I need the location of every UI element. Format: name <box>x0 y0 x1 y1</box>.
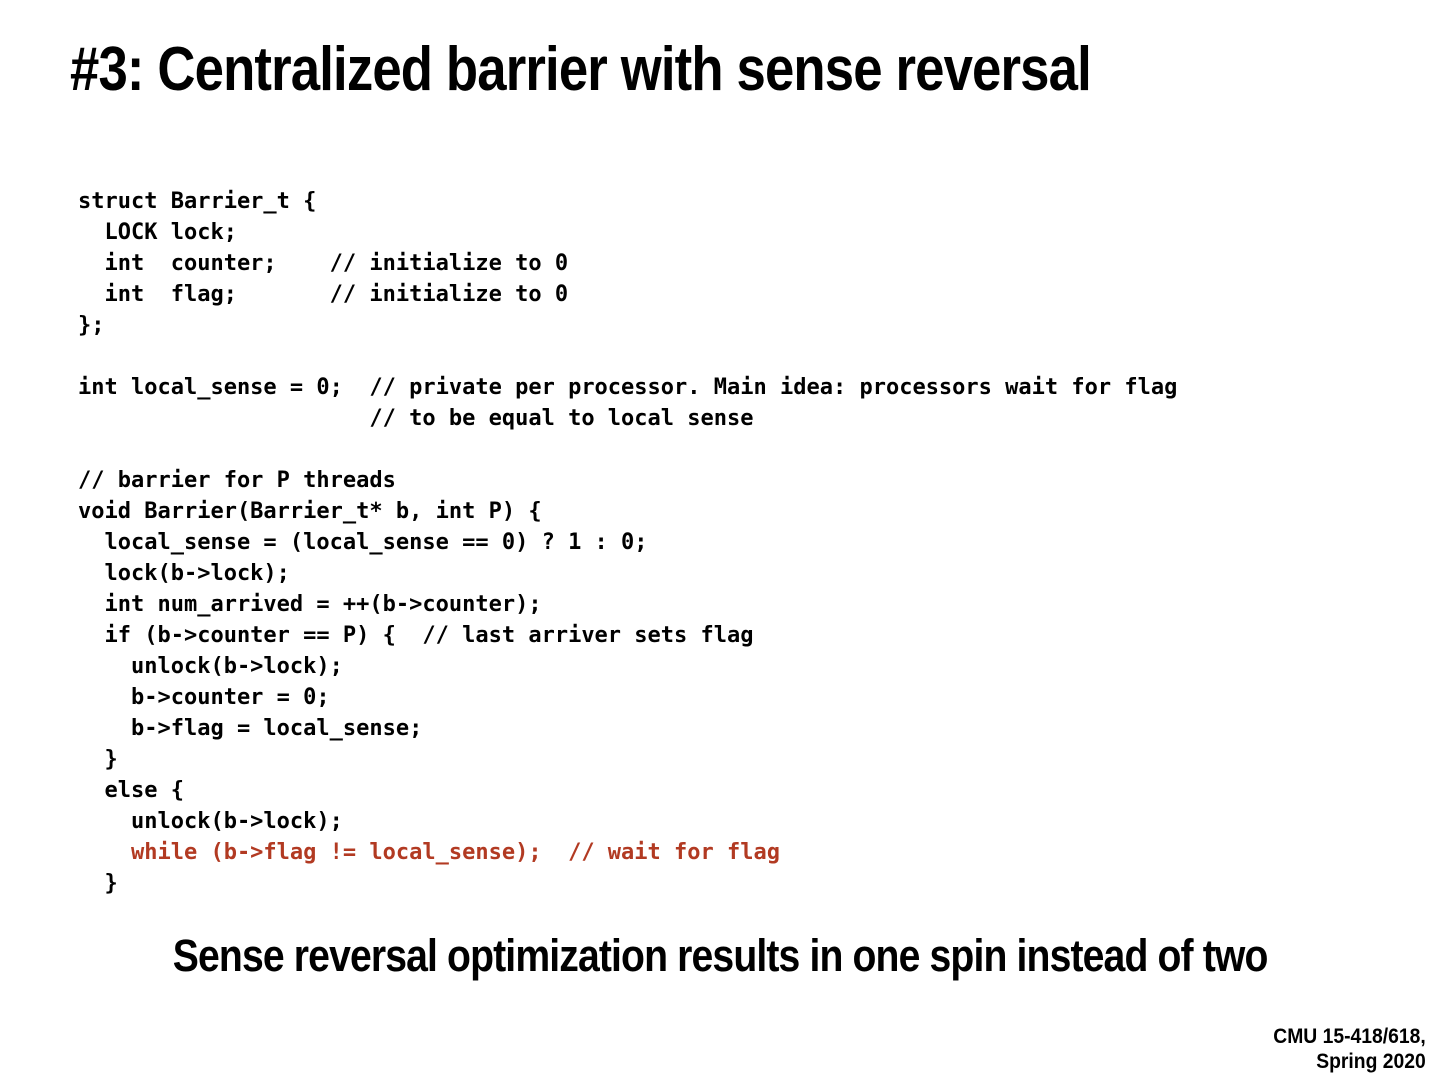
code-line: if (b->counter == P) { // last arriver s… <box>78 623 754 648</box>
code-line: unlock(b->lock); <box>78 654 343 679</box>
code-line: lock(b->lock); <box>78 561 290 586</box>
code-line: b->counter = 0; <box>78 685 330 710</box>
code-line: int local_sense = 0; // private per proc… <box>78 375 1178 400</box>
code-line: local_sense = (local_sense == 0) ? 1 : 0… <box>78 530 648 555</box>
code-line: int flag; // initialize to 0 <box>78 282 569 307</box>
code-line <box>78 341 1177 372</box>
course-footer-line2: Spring 2020 <box>1316 1050 1426 1073</box>
code-block: struct Barrier_t { LOCK lock; int counte… <box>78 186 1177 899</box>
code-line <box>78 434 1177 465</box>
course-footer: CMU 15-418/618, Spring 2020 <box>1273 1024 1426 1074</box>
key-takeaway-text: Sense reversal optimization results in o… <box>172 930 1269 981</box>
code-line: else { <box>78 778 184 803</box>
code-line: }; <box>78 313 105 338</box>
code-line: // to be equal to local sense <box>78 406 754 431</box>
code-line: } <box>78 871 118 896</box>
code-line: unlock(b->lock); <box>78 809 343 834</box>
code-line: LOCK lock; <box>78 220 237 245</box>
page-title: #3: Centralized barrier with sense rever… <box>70 35 1092 104</box>
code-line: void Barrier(Barrier_t* b, int P) { <box>78 499 542 524</box>
course-footer-line1: CMU 15-418/618, <box>1273 1025 1426 1048</box>
statement-row: Sense reversal optimization results in o… <box>0 930 1440 982</box>
code-line: } <box>78 747 118 772</box>
code-line: struct Barrier_t { <box>78 189 317 214</box>
code-line: int num_arrived = ++(b->counter); <box>78 592 542 617</box>
code-line: b->flag = local_sense; <box>78 716 423 741</box>
code-line: int counter; // initialize to 0 <box>78 251 569 276</box>
code-line: // barrier for P threads <box>78 468 396 493</box>
code-line: while (b->flag != local_sense); // wait … <box>78 840 780 865</box>
